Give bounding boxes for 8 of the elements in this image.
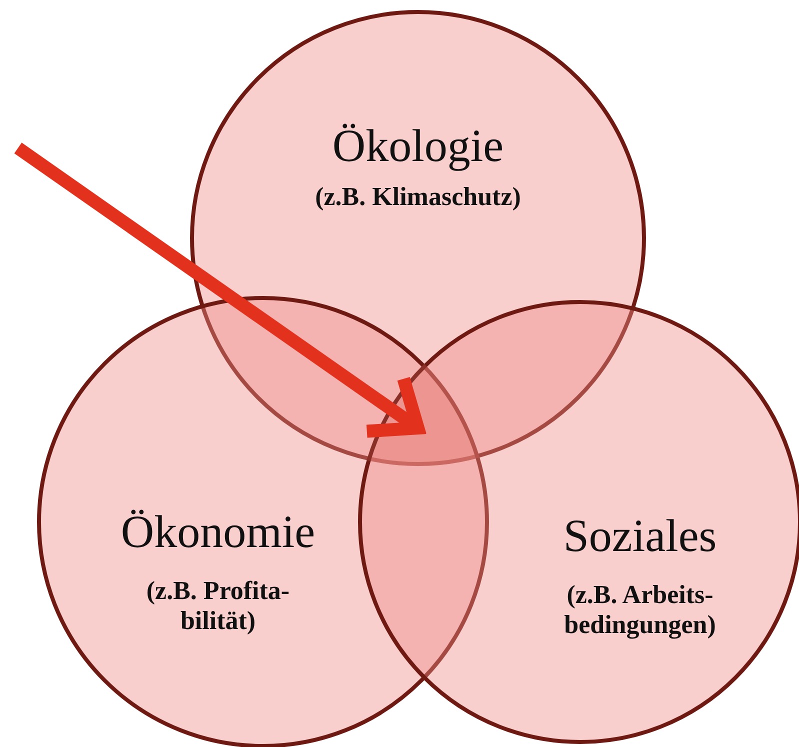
example-text: (z.B. Profita- bilität) [145, 576, 291, 636]
example-text: (z.B. Klimaschutz) [314, 182, 522, 212]
circle-heading: Ökonomie [120, 506, 316, 558]
overlap-region [366, 364, 480, 466]
example-text: (z.B. Arbeits- bedingungen) [563, 580, 717, 640]
circle-heading: Ökologie [331, 120, 505, 172]
circle-heading: Soziales [562, 510, 718, 562]
arrow [14, 142, 424, 438]
